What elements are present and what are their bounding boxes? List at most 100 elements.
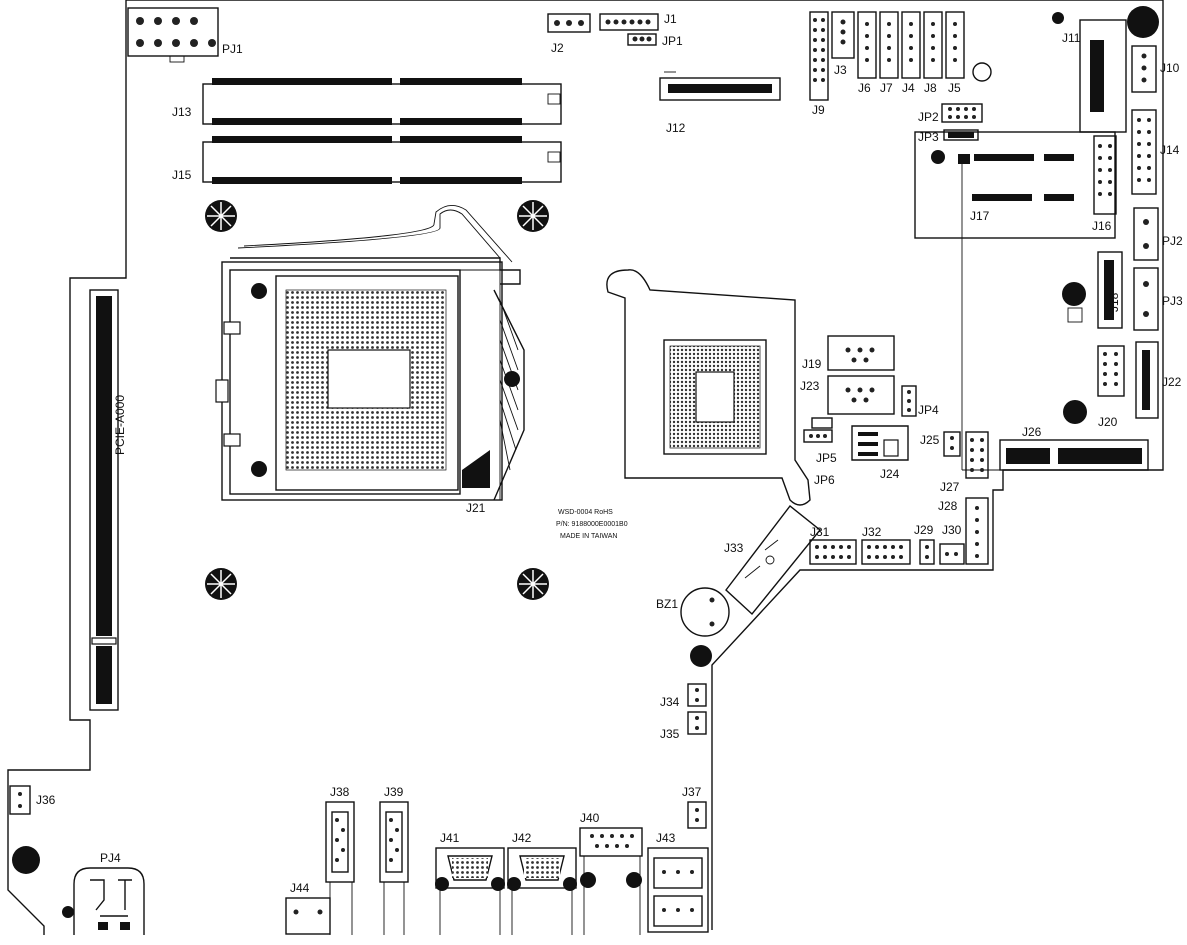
label-j33: J33 xyxy=(724,541,744,555)
j38-connector xyxy=(325,801,355,935)
jp4-jumper xyxy=(901,385,917,417)
j11-m2-slot xyxy=(1079,19,1127,133)
label-jp2: JP2 xyxy=(918,110,939,124)
label-j34: J34 xyxy=(660,695,680,709)
j4-header xyxy=(901,11,921,79)
j26-connector xyxy=(999,439,1149,471)
j37-header xyxy=(687,801,707,829)
j19-connector xyxy=(827,335,895,371)
jp1-jumper xyxy=(627,33,657,46)
board-outline xyxy=(7,0,1164,935)
j23-connector xyxy=(827,375,895,415)
label-j15: J15 xyxy=(172,168,192,182)
label-j44: J44 xyxy=(290,881,310,895)
label-j16: J16 xyxy=(1092,219,1112,233)
label-j37: J37 xyxy=(682,785,702,799)
label-j27: J27 xyxy=(940,480,960,494)
label-jp5: JP5 xyxy=(816,451,837,465)
jp3-jumper xyxy=(943,129,979,141)
label-j41: J41 xyxy=(440,831,460,845)
mounting-ring xyxy=(972,62,992,82)
j17-mini-pcie-area xyxy=(914,131,1116,471)
j32-header xyxy=(861,539,911,565)
chipset-heatsink-outline xyxy=(606,269,811,506)
j30-header xyxy=(939,543,965,565)
screw-hole-4 xyxy=(517,568,549,600)
small-pad xyxy=(1067,307,1083,323)
label-j36: J36 xyxy=(36,793,56,807)
j28-header xyxy=(965,497,989,565)
j1-header xyxy=(599,13,659,31)
label-j30: J30 xyxy=(942,523,962,537)
pj3-power-connector xyxy=(1133,267,1159,331)
j12-connector xyxy=(659,71,781,101)
label-j32: J32 xyxy=(862,525,882,539)
mounting-hole-top-right xyxy=(1127,6,1159,38)
j22-connector xyxy=(1135,341,1159,419)
silkscreen-line-2: P/N: 9188000E0001B0 xyxy=(556,521,628,528)
j27-header xyxy=(965,431,989,479)
label-j9: J9 xyxy=(812,103,825,117)
silkscreen-line-3: MADE IN TAIWAN xyxy=(560,533,617,540)
screw-hole-1 xyxy=(205,200,237,232)
j31-header xyxy=(809,539,857,565)
label-j21: J21 xyxy=(466,501,486,515)
label-j3: J3 xyxy=(834,63,847,77)
screw-hole-2 xyxy=(517,200,549,232)
j8-header xyxy=(923,11,943,79)
label-j19: J19 xyxy=(802,357,822,371)
j42-db-connector xyxy=(507,847,577,935)
j39-connector xyxy=(379,801,409,935)
label-j42: J42 xyxy=(512,831,532,845)
label-j14: J14 xyxy=(1160,143,1180,157)
label-j7: J7 xyxy=(880,81,893,95)
label-j23: J23 xyxy=(800,379,820,393)
pcie-slot xyxy=(89,289,119,711)
label-j4: J4 xyxy=(902,81,915,95)
label-j35: J35 xyxy=(660,727,680,741)
label-j1: J1 xyxy=(664,12,677,26)
label-pj4: PJ4 xyxy=(100,851,121,865)
label-j18: J18 xyxy=(1107,292,1121,312)
j25-header xyxy=(943,431,961,457)
label-j22: J22 xyxy=(1162,375,1182,389)
label-j20: J20 xyxy=(1098,415,1118,429)
label-jp6: JP6 xyxy=(814,473,835,487)
label-pj1: PJ1 xyxy=(222,42,243,56)
j24-connector xyxy=(851,425,909,461)
label-j29: J29 xyxy=(914,523,934,537)
label-j5: J5 xyxy=(948,81,961,95)
label-j13: J13 xyxy=(172,105,192,119)
via-dot xyxy=(1052,12,1064,24)
j36-header xyxy=(9,785,31,815)
j15-dimm-slot xyxy=(202,136,562,184)
j21-cpu-socket xyxy=(215,205,525,501)
j16-header xyxy=(1093,135,1117,215)
j43-lan-connector xyxy=(647,847,709,933)
via-dot-bottom-left xyxy=(62,906,74,918)
label-jp3: JP3 xyxy=(918,130,939,144)
label-j39: J39 xyxy=(384,785,404,799)
label-j6: J6 xyxy=(858,81,871,95)
j35-header xyxy=(687,711,707,735)
j40-connector xyxy=(579,827,643,935)
j34-header xyxy=(687,683,707,707)
j33-battery-holder xyxy=(725,505,821,616)
label-j12: J12 xyxy=(666,121,686,135)
label-j8: J8 xyxy=(924,81,937,95)
label-j28: J28 xyxy=(938,499,958,513)
label-j31: J31 xyxy=(810,525,830,539)
j41-db-connector xyxy=(435,847,505,935)
label-pj3: PJ3 xyxy=(1162,294,1183,308)
label-j17: J17 xyxy=(970,209,990,223)
label-j43: J43 xyxy=(656,831,676,845)
mounting-hole-j20 xyxy=(1063,400,1087,424)
mounting-hole-j18 xyxy=(1062,282,1086,306)
label-jp4: JP4 xyxy=(918,403,939,417)
j7-header xyxy=(879,11,899,79)
pj1-power-connector xyxy=(127,7,219,63)
j18-sata-connector xyxy=(1097,251,1123,329)
label-j11: J11 xyxy=(1062,31,1081,45)
j29-header xyxy=(919,539,935,565)
j5-header xyxy=(945,11,965,79)
